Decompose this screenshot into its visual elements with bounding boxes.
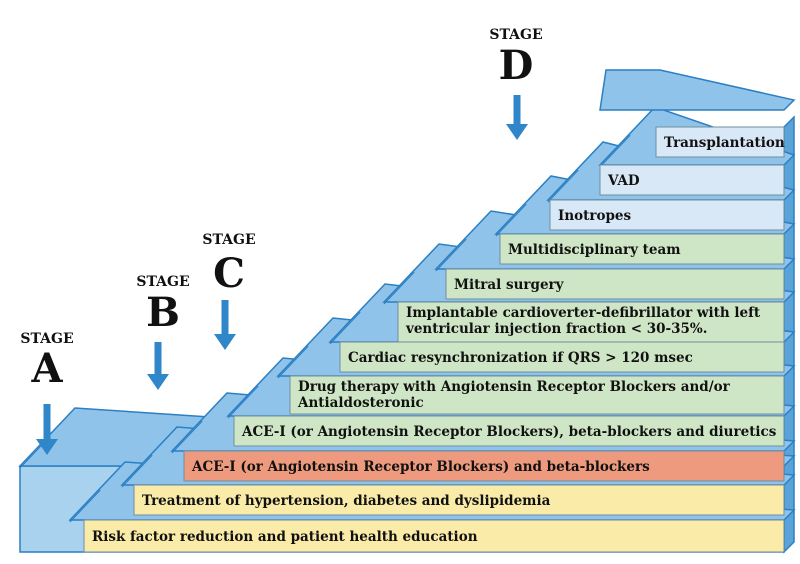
step-label-line: Drug therapy with Angiotensin Receptor B… (298, 379, 731, 395)
stair-edge-line-8 (435, 238, 467, 272)
stage-D-word: STAGE (489, 27, 542, 43)
step-label-text-5: Cardiac resynchronization if QRS > 120 m… (348, 350, 693, 366)
stage-A-arrow-head (36, 439, 58, 455)
step-label-line: VAD (607, 173, 640, 189)
step-label-box-9 (549, 199, 785, 231)
step-label-line: Risk factor reduction and patient health… (92, 529, 478, 545)
step-label-box-0 (83, 519, 785, 553)
step-label-box-10 (599, 164, 785, 196)
stair-edge-line-11 (599, 134, 631, 168)
step-label-box-8 (499, 233, 785, 265)
step-label-box-11 (655, 126, 785, 158)
step-label-line: ACE-I (or Angiotensin Receptor Blockers)… (191, 459, 650, 475)
step-label-text-8: Multidisciplinary team (508, 242, 681, 258)
step-label-line: Mitral surgery (454, 277, 565, 293)
stair-edge-line-2 (121, 454, 153, 488)
step-label-text-7: Mitral surgery (454, 277, 565, 293)
stage-B-letter: B (146, 289, 180, 336)
step-label-line: ventricular injection fraction < 30-35%. (405, 321, 707, 337)
stage-B-arrow-head (147, 374, 169, 390)
step-label-box-5 (339, 341, 785, 373)
step-label-text-11: Transplantation (664, 135, 785, 151)
step-label-text-4: Drug therapy with Angiotensin Receptor B… (297, 379, 731, 411)
stair-top-landing (599, 69, 796, 111)
stair-edge-line-9 (495, 203, 527, 237)
stage-D-arrow-head (506, 124, 528, 140)
stage-B-word: STAGE (136, 274, 189, 290)
step-label-line: Antialdosteronic (297, 395, 424, 411)
stage-C-arrow-head (214, 334, 236, 350)
step-label-line: Multidisciplinary team (508, 242, 681, 258)
step-label-text-1: Treatment of hypertension, diabetes and … (142, 493, 551, 509)
stair-edge-line-3 (171, 420, 203, 454)
step-label-line: Implantable cardioverter-defibrillator w… (406, 305, 761, 321)
step-label-text-0: Risk factor reduction and patient health… (92, 529, 478, 545)
step-label-box-1 (133, 484, 785, 516)
step-label-box-2 (183, 450, 785, 482)
stair-edge-line-10 (547, 169, 579, 203)
step-label-line: Cardiac resynchronization if QRS > 120 m… (348, 350, 693, 366)
step-label-line: Inotropes (558, 208, 632, 224)
stage-D-letter: D (499, 42, 534, 89)
step-label-line: Transplantation (664, 135, 785, 151)
step-label-line: Treatment of hypertension, diabetes and … (142, 493, 551, 509)
step-label-text-9: Inotropes (558, 208, 632, 224)
stage-C-letter: C (213, 250, 245, 297)
stair-edge-line-7 (383, 271, 415, 305)
step-label-text-3: ACE-I (or Angiotensin Receptor Blockers)… (241, 424, 777, 440)
step-label-text-10: VAD (607, 173, 640, 189)
stair-edge-line-5 (277, 345, 309, 379)
stair-edge-line-1 (69, 489, 101, 523)
stair-edge-line-6 (329, 311, 361, 345)
step-label-box-3 (233, 415, 785, 447)
stage-C-word: STAGE (202, 232, 255, 248)
stage-A-word: STAGE (20, 331, 73, 347)
step-label-text-6: Implantable cardioverter-defibrillator w… (405, 305, 761, 337)
stage-A-letter: A (30, 345, 63, 392)
step-label-box-4 (289, 375, 785, 415)
step-label-box-6 (397, 301, 785, 343)
step-label-text-2: ACE-I (or Angiotensin Receptor Blockers)… (191, 459, 650, 475)
stair-edge-line-4 (227, 385, 259, 419)
step-label-box-7 (445, 268, 785, 300)
step-label-line: ACE-I (or Angiotensin Receptor Blockers)… (241, 424, 777, 440)
